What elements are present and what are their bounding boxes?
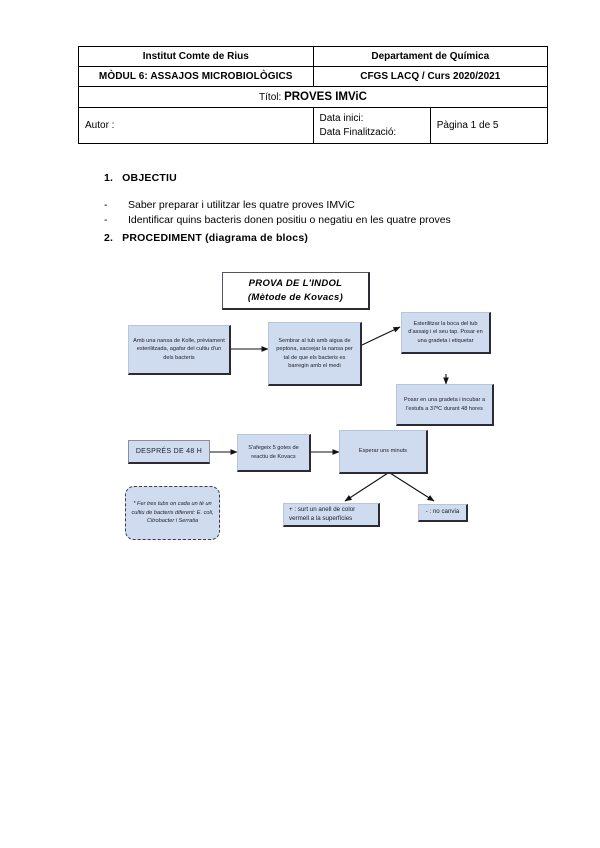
flowchart-node-step6: S'afegeix 5 gotes de reactiu de Kovacs	[237, 434, 311, 472]
list-item: - Saber preparar i utilitzar les quatre …	[104, 198, 524, 213]
page-number-cell: Pàgina 1 de 5	[429, 107, 549, 144]
diagram-title-line1: PROVA DE L'INDOL	[248, 278, 343, 290]
flowchart-node-step2: Sembrar al tub amb aigua de peptona, sac…	[268, 322, 362, 386]
bullet-dash: -	[104, 214, 108, 227]
title-cell: Títol: PROVES IMViC	[78, 86, 548, 108]
flowchart-node-step1: Amb una nansa de Kolle, prèviament ester…	[128, 325, 231, 375]
list-item: - Identificar quins bacteris donen posit…	[104, 213, 524, 228]
date-end-label: Data Finalització:	[319, 126, 397, 138]
flowchart-node-step5: DESPRÉS DE 48 H	[128, 440, 210, 464]
title-label: Títol:	[259, 92, 282, 103]
list-item-text: Identificar quins bacteris donen positiu…	[128, 214, 451, 227]
connector-step2-step3	[361, 326, 401, 346]
bullet-dash: -	[104, 199, 108, 211]
author-cell: Autor :	[78, 107, 314, 144]
diagram-title-box: PROVA DE L'INDOL (Mètode de Kovacs)	[222, 272, 370, 310]
flowchart-note-box: * Fer tres tubs on cada un té un cultiu …	[125, 486, 220, 540]
title-value: PROVES IMViC	[284, 91, 367, 103]
procediment-heading-text: PROCEDIMENT (diagrama de blocs)	[122, 232, 309, 244]
flowchart-node-result-positive: + : surt un anell de color vermell a la …	[283, 503, 380, 527]
diagram-title-line2: (Mètode de Kovacs)	[247, 291, 344, 303]
list-item-text: Saber preparar i utilitzar les quatre pr…	[128, 199, 355, 211]
course-cell: CFGS LACQ / Curs 2020/2021	[312, 66, 548, 87]
objectiu-bullet-list: - Saber preparar i utilitzar les quatre …	[104, 198, 524, 228]
header-row-author: Autor : Data inici: Data Finalització: P…	[78, 107, 549, 144]
objectiu-heading-text: OBJECTIU	[122, 172, 177, 184]
procediment-heading: 2. PROCEDIMENT (diagrama de blocs)	[104, 232, 308, 244]
connector-step7-positive	[344, 472, 389, 502]
flowchart-node-result-negative: - : no canvia	[418, 504, 468, 522]
flowchart-node-step7: Esperar uns minuts	[339, 430, 428, 474]
flowchart-connectors	[210, 326, 449, 502]
objectiu-heading: 1. OBJECTIU	[104, 172, 177, 184]
header-row-module: MÒDUL 6: ASSAJOS MICROBIOLÒGICS CFGS LAC…	[78, 66, 548, 87]
department-cell: Departament de Química	[312, 46, 548, 67]
header-row-institute: Institut Comte de Rius Departament de Qu…	[78, 46, 548, 67]
module-cell: MÒDUL 6: ASSAJOS MICROBIOLÒGICS	[78, 66, 314, 87]
header-row-title: Títol: PROVES IMViC	[78, 86, 548, 108]
flowchart-node-step4: Posar en una gradeta i incubar a l'estuf…	[396, 384, 494, 426]
objectiu-number: 1.	[104, 172, 114, 184]
document-header-table: Institut Comte de Rius Departament de Qu…	[78, 46, 549, 144]
flowchart-node-step3: Esterilitzar la boca del tub d'assaig i …	[401, 312, 491, 354]
connector-step7-negative	[389, 472, 435, 502]
date-start-label: Data inici:	[319, 113, 364, 124]
dates-cell: Data inici: Data Finalització:	[312, 107, 431, 144]
institute-cell: Institut Comte de Rius	[78, 46, 314, 67]
flowchart-diagram: PROVA DE L'INDOL (Mètode de Kovacs) Amb …	[0, 258, 600, 558]
procediment-number: 2.	[104, 232, 114, 244]
